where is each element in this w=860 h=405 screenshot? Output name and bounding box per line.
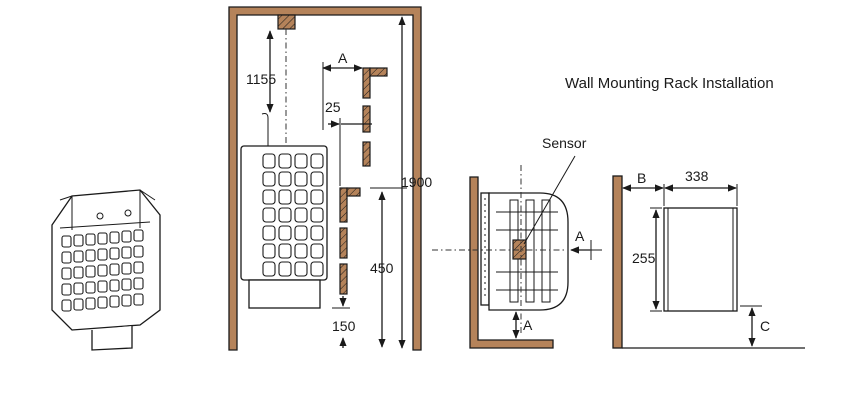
- mounting-rack-plate: [663, 207, 738, 312]
- heater-3d-stone-cage: [61, 229, 144, 312]
- side-wall-floor: [469, 176, 554, 349]
- side-heater-body: [488, 192, 569, 311]
- dim-a-bottom: A: [523, 317, 533, 333]
- rail-piece: [362, 141, 371, 167]
- rail-piece: [362, 67, 371, 99]
- rail-piece: [346, 187, 361, 197]
- dim-1155: 1155: [246, 71, 276, 87]
- wall-frame: [228, 6, 422, 351]
- ceiling-sensor-box: [277, 14, 296, 30]
- rail-piece: [339, 187, 348, 223]
- rack-installation-title: Wall Mounting Rack Installation: [565, 75, 774, 92]
- dim-450: 450: [370, 260, 394, 276]
- dim-25: 25: [325, 99, 341, 115]
- rail-piece: [369, 67, 388, 77]
- side-view: Sensor A A: [432, 135, 602, 349]
- dim-255: 255: [632, 250, 656, 266]
- dim-338: 338: [685, 168, 709, 184]
- dim-c: C: [760, 318, 770, 334]
- dim-a-right: A: [575, 228, 585, 244]
- dim-a-top: A: [338, 50, 348, 66]
- sensor-label: Sensor: [542, 135, 587, 151]
- heater-3d-illustration: [51, 189, 161, 351]
- dim-1900: 1900: [401, 174, 432, 190]
- rack-installation-view: Wall Mounting Rack Installation B 338 25…: [565, 75, 805, 349]
- rail-piece: [339, 227, 348, 259]
- dim-b: B: [637, 170, 646, 186]
- rack-view-wall: [612, 175, 623, 349]
- front-elevation: 1155 A 25 1900 450 150: [228, 6, 432, 351]
- rail-piece: [362, 105, 371, 133]
- front-heater-stones: [262, 153, 324, 277]
- dim-150: 150: [332, 318, 356, 334]
- front-heater-base: [248, 279, 321, 309]
- rail-piece: [339, 263, 348, 295]
